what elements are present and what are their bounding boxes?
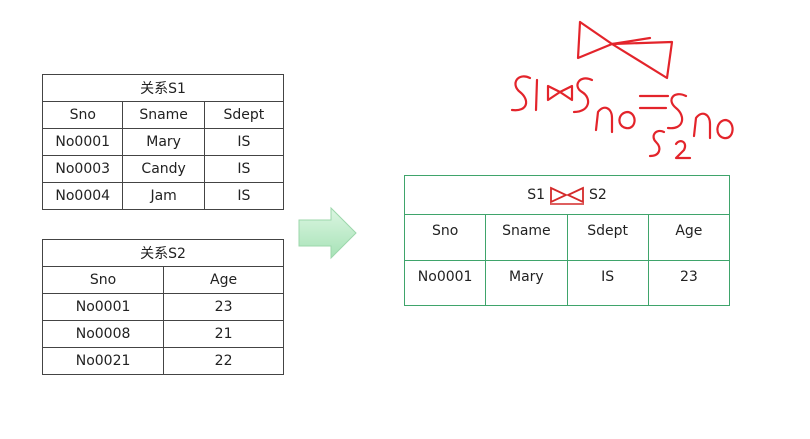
left-relation-name: S1: [527, 187, 545, 203]
table-row: No0021 22: [41, 347, 284, 375]
table-header-row: Sno Sname Sdept: [41, 101, 285, 129]
relation-s2-table: 关系S2 Sno Age No0001 23 No0008 21 No0021 …: [41, 239, 284, 375]
table-cell: No0001: [41, 293, 165, 321]
column-header: Sno: [41, 101, 124, 129]
table-cell: Mary: [485, 260, 568, 306]
relation-s1-title: 关系S1: [42, 74, 284, 102]
right-arrow-icon: [298, 206, 357, 260]
table-cell: IS: [203, 182, 285, 210]
relation-s2-title: 关系S2: [42, 239, 284, 267]
relation-s1-table: 关系S1 Sno Sname Sdept No0001 Mary IS No00…: [41, 74, 285, 210]
table-header-row: Sno Sname Sdept Age: [403, 214, 731, 261]
table-cell: Mary: [122, 128, 205, 156]
table-row: No0004 Jam IS: [41, 182, 285, 210]
column-header: Sdept: [566, 214, 649, 261]
table-row: No0001 Mary IS 23: [403, 260, 731, 306]
table-cell: No0001: [403, 260, 487, 306]
table-cell: No0003: [41, 155, 124, 183]
column-header: Age: [647, 214, 731, 261]
table-row: No0003 Candy IS: [41, 155, 285, 183]
join-result-title: S1 S2: [404, 175, 730, 215]
table-row: No0001 Mary IS: [41, 128, 285, 156]
right-relation-name: S2: [589, 187, 607, 203]
table-cell: No0004: [41, 182, 124, 210]
join-result-table: S1 S2 Sno Sname Sdept Age No0001 Mary IS…: [403, 175, 731, 306]
table-cell: 21: [163, 320, 284, 348]
column-header: Sno: [41, 266, 165, 294]
table-cell: No0021: [41, 347, 165, 375]
table-cell: IS: [203, 155, 285, 183]
table-cell: IS: [203, 128, 285, 156]
table-cell: Jam: [122, 182, 205, 210]
table-cell: 22: [163, 347, 284, 375]
column-header: Age: [163, 266, 284, 294]
table-header-row: Sno Age: [41, 266, 284, 294]
table-cell: IS: [566, 260, 649, 306]
table-row: No0001 23: [41, 293, 284, 321]
table-cell: Candy: [122, 155, 205, 183]
natural-join-icon: [550, 186, 584, 205]
table-cell: 23: [647, 260, 731, 306]
column-header: Sname: [485, 214, 568, 261]
table-cell: No0001: [41, 128, 124, 156]
column-header: Sdept: [203, 101, 285, 129]
